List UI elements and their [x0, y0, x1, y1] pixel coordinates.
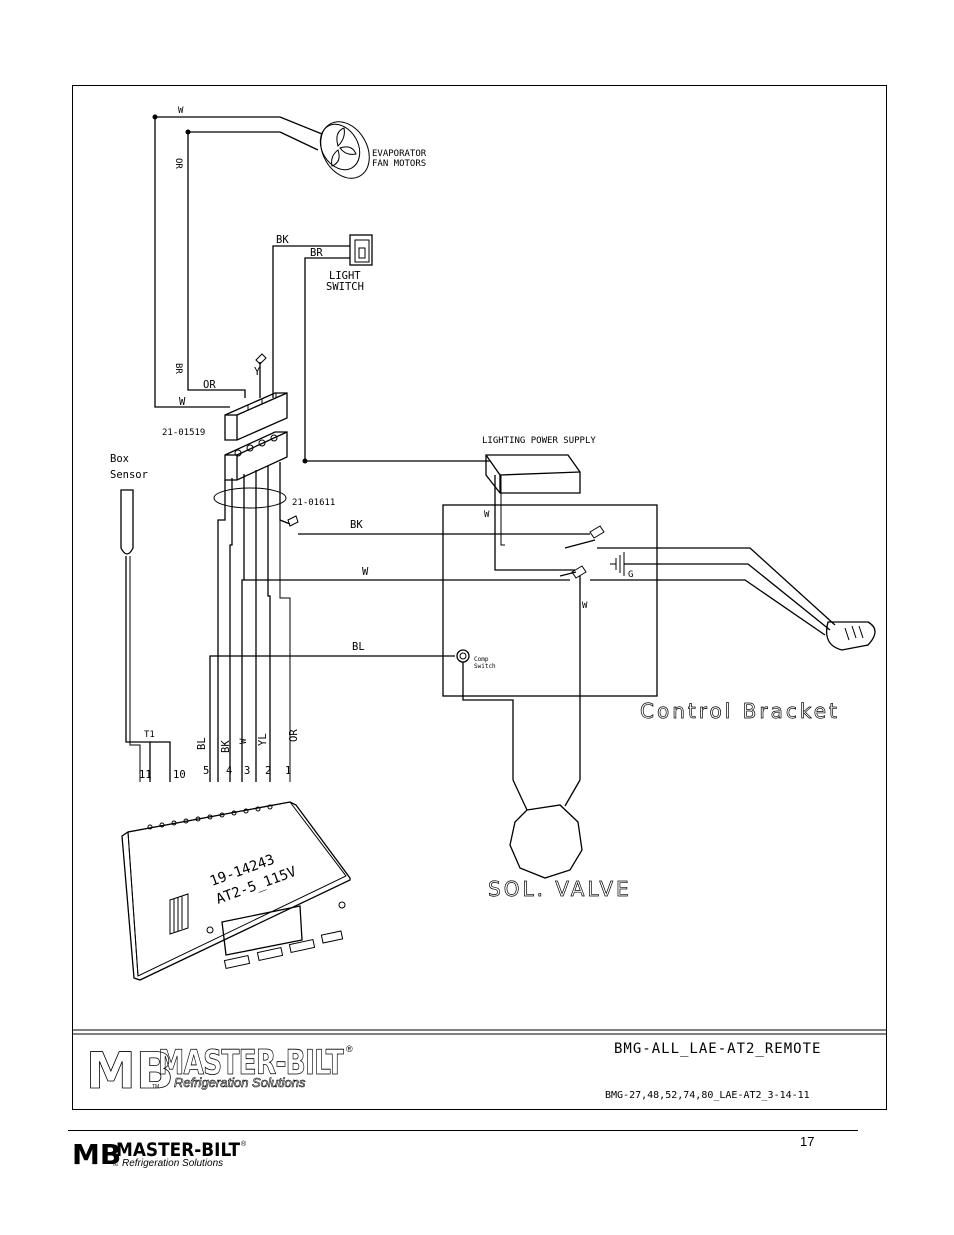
lighting-power-supply [485, 454, 581, 494]
title-logo-registered: ® [346, 1044, 353, 1054]
controller-at2 [121, 801, 351, 981]
wire-label-w-v: W [239, 738, 249, 744]
wire-label-bk-v: BK [220, 740, 232, 753]
terminal-t1-label: T1 [144, 730, 155, 740]
comp-switch-label-1: Comp [474, 656, 489, 663]
evaporator-label-1: EVAPORATOR [372, 149, 427, 159]
wire-label-or-mid: OR [203, 379, 216, 391]
footer-logo-registered: ® [241, 1140, 247, 1148]
wire-label-bl-v: BL [196, 737, 208, 750]
sol-valve-label: SOL. VALVE [488, 877, 632, 901]
wire-label-br-vertical: BR [173, 363, 183, 374]
drawing-title: BMG-ALL_LAE-AT2_REMOTE [614, 1041, 821, 1057]
drawing-frame [72, 85, 887, 1110]
drawing-number: BMG-27,48,52,74,80_LAE-AT2_3-14-11 [605, 1090, 810, 1101]
terminal-1: 1 [285, 765, 291, 777]
footer-logo-tm: TM [112, 1162, 118, 1167]
title-logo-tm: TM [152, 1084, 159, 1090]
comp-switch [456, 649, 470, 663]
wire-label-w-mid: W [179, 396, 186, 408]
light-switch-label-2: SWITCH [326, 281, 364, 293]
title-logo-mark: MB [86, 1042, 174, 1100]
wire-label-bl: BL [352, 641, 365, 653]
terminal-2: 2 [265, 765, 271, 777]
box-sensor-label-2: Sensor [110, 469, 148, 481]
wire-label-yl-v: YL [257, 733, 269, 746]
wire-label-bk-light: BK [276, 234, 289, 246]
ground-symbol [610, 552, 625, 576]
box-sensor [120, 489, 171, 782]
evaporator-fan-motor [279, 116, 370, 179]
title-logo-tagline: Refrigeration Solutions [174, 1075, 306, 1090]
wire-label-w-top: W [178, 106, 184, 116]
light-switch-label-1: LIGHT [329, 270, 361, 282]
power-plug [825, 621, 876, 651]
wire-label-bk: BK [350, 519, 363, 531]
wire-label-or-v: OR [288, 729, 300, 742]
part-label-21-01611: 21-01611 [292, 498, 335, 508]
terminal-3: 3 [244, 765, 250, 777]
part-label-21-01519: 21-01519 [162, 428, 205, 438]
wire-label-w-down: W [582, 601, 588, 611]
footer-logo-tagline: Refrigeration Solutions [122, 1158, 223, 1168]
light-switch [349, 234, 373, 266]
wire-label-y: Y [254, 366, 261, 378]
wire-label-w-lps: W [484, 510, 490, 520]
footer-logo-brand: MASTER-BILT [116, 1139, 240, 1161]
wire-label-w: W [362, 566, 369, 578]
footer-rule [68, 1130, 858, 1131]
box-sensor-label-1: Box [110, 453, 129, 465]
ground-label-g: G [628, 570, 633, 580]
comp-switch-label-2: Switch [474, 663, 496, 670]
lighting-power-supply-label: LIGHTING POWER SUPPLY [482, 436, 596, 446]
terminal-10: 10 [173, 769, 186, 781]
control-bracket [442, 504, 658, 697]
wire-label-or-top: OR [173, 158, 183, 169]
footer-logo: MB MASTER-BILT ® TM Refrigeration Soluti… [72, 1138, 247, 1168]
control-bracket-label: Control Bracket [640, 699, 840, 723]
terminal-4: 4 [226, 765, 232, 777]
solenoid-valve [509, 779, 583, 879]
title-logo-brand: MASTER-BILT [158, 1043, 344, 1083]
terminal-block-21-01519 [224, 392, 288, 441]
title-block-logo: MB MASTER-BILT ® TM Refrigeration Soluti… [86, 1042, 353, 1101]
evaporator-label-2: FAN MOTORS [372, 159, 426, 169]
terminal-5: 5 [203, 765, 209, 777]
page-number: 17 [800, 1134, 815, 1149]
terminal-11: 11 [139, 769, 152, 781]
footer-logo-mark: MB [72, 1138, 121, 1168]
wire-label-br-light: BR [310, 247, 323, 259]
